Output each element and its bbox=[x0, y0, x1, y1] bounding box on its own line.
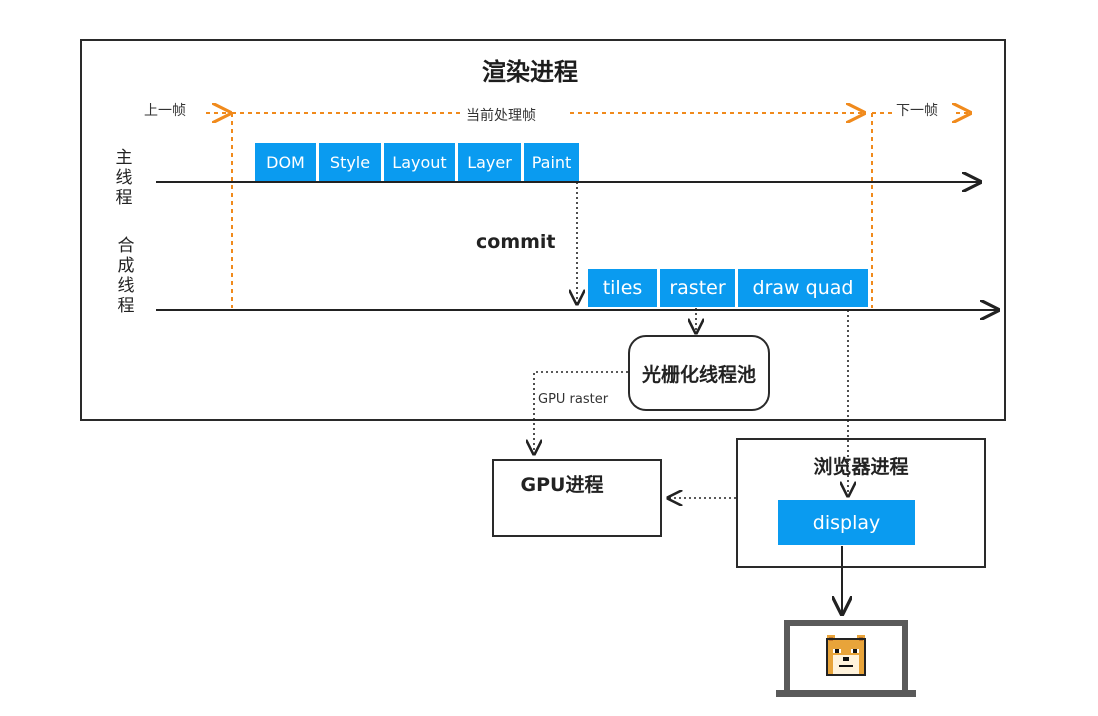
stage-draw-quad: draw quad bbox=[738, 269, 868, 307]
stage-tiles: tiles bbox=[588, 269, 657, 307]
stage-paint: Paint bbox=[524, 143, 579, 181]
compositor-thread-label: 合成线程 bbox=[117, 236, 135, 316]
stage-layout: Layout bbox=[384, 143, 455, 181]
stage-raster: raster bbox=[660, 269, 735, 307]
next-frame-label: 下一帧 bbox=[896, 103, 938, 119]
stage-layer: Layer bbox=[458, 143, 521, 181]
gpu-raster-label: GPU raster bbox=[536, 392, 611, 407]
render-process-box bbox=[80, 39, 1006, 421]
gpu-process-box bbox=[492, 459, 662, 537]
commit-label: commit bbox=[476, 231, 556, 253]
doge-icon bbox=[826, 635, 866, 676]
stage-dom: DOM bbox=[255, 143, 316, 181]
gpu-process-label: GPU进程 bbox=[520, 474, 604, 496]
stage-style: Style bbox=[319, 143, 381, 181]
current-frame-label: 当前处理帧 bbox=[466, 108, 536, 124]
raster-thread-pool-label: 光栅化线程池 bbox=[641, 363, 756, 386]
browser-process-box bbox=[736, 438, 986, 568]
render-process-title: 渲染进程 bbox=[482, 58, 578, 86]
monitor-base bbox=[776, 690, 916, 697]
display-label: display bbox=[812, 511, 881, 534]
main-thread-label: 主线程 bbox=[115, 148, 133, 208]
prev-frame-label: 上一帧 bbox=[144, 103, 186, 119]
browser-process-label: 浏览器进程 bbox=[813, 456, 909, 478]
display-box: display bbox=[778, 500, 915, 545]
raster-thread-pool: 光栅化线程池 bbox=[628, 335, 770, 411]
gpu-raster-arrow bbox=[534, 371, 628, 454]
